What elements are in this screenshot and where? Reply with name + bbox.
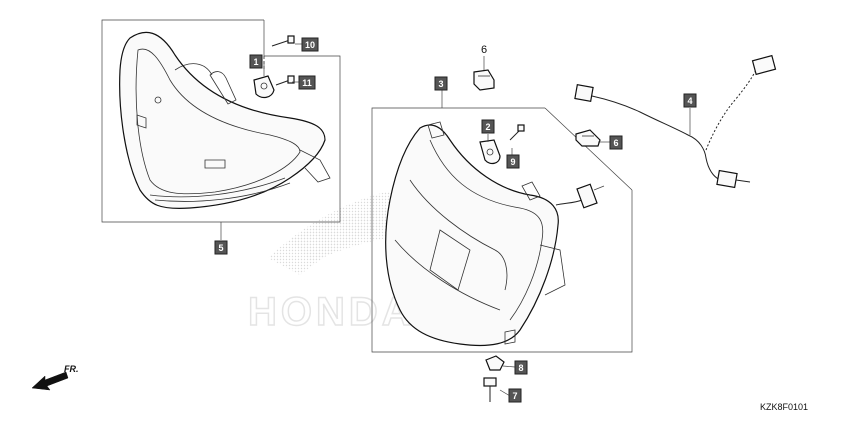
part-2-clamp [479,139,501,165]
part-11-screw [275,75,295,86]
callout-7: 7 [508,388,522,403]
front-arrow-icon [31,371,69,391]
callout-11: 11 [298,75,316,90]
svg-text:6: 6 [613,138,618,148]
callout-6-label: 6 [481,44,487,56]
callout-8: 8 [514,360,528,375]
svg-text:1: 1 [253,57,258,67]
svg-text:8: 8 [518,363,523,373]
callout-3: 3 [434,76,448,91]
front-direction-marker: FR. [31,364,79,391]
part-10-screw [271,35,295,47]
diagram-code: KZK8F0101 [760,402,808,412]
part-3-headlight-unit [385,121,605,347]
part-6-clip-right [575,129,601,147]
callout-6-box: 6 [609,135,623,150]
part-8-nut [485,355,505,371]
part-6-clip-top [473,69,495,91]
right-assembly-bracket [371,90,633,353]
part-4-wire-harness [574,54,777,189]
part-9-screw [509,124,525,141]
svg-text:5: 5 [218,243,223,253]
svg-text:9: 9 [510,157,515,167]
part-7-bolt [483,377,497,402]
svg-text:7: 7 [512,391,517,401]
callout-10: 10 [301,37,319,52]
svg-text:3: 3 [438,79,443,89]
callout-4: 4 [683,93,697,108]
callout-5: 5 [214,240,228,255]
svg-text:4: 4 [687,96,692,106]
svg-text:6: 6 [481,44,487,56]
callout-2: 2 [481,119,495,134]
part-5-headlight-housing [119,31,331,210]
part-1-clamp [253,75,275,99]
watermark-brand-text: HONDA [248,290,415,334]
callout-9: 9 [506,154,520,169]
svg-text:10: 10 [305,40,315,50]
svg-text:11: 11 [302,78,312,88]
leader-lines [263,43,691,397]
svg-text:2: 2 [485,122,490,132]
front-label: FR. [64,364,79,374]
callout-1: 1 [249,54,263,69]
